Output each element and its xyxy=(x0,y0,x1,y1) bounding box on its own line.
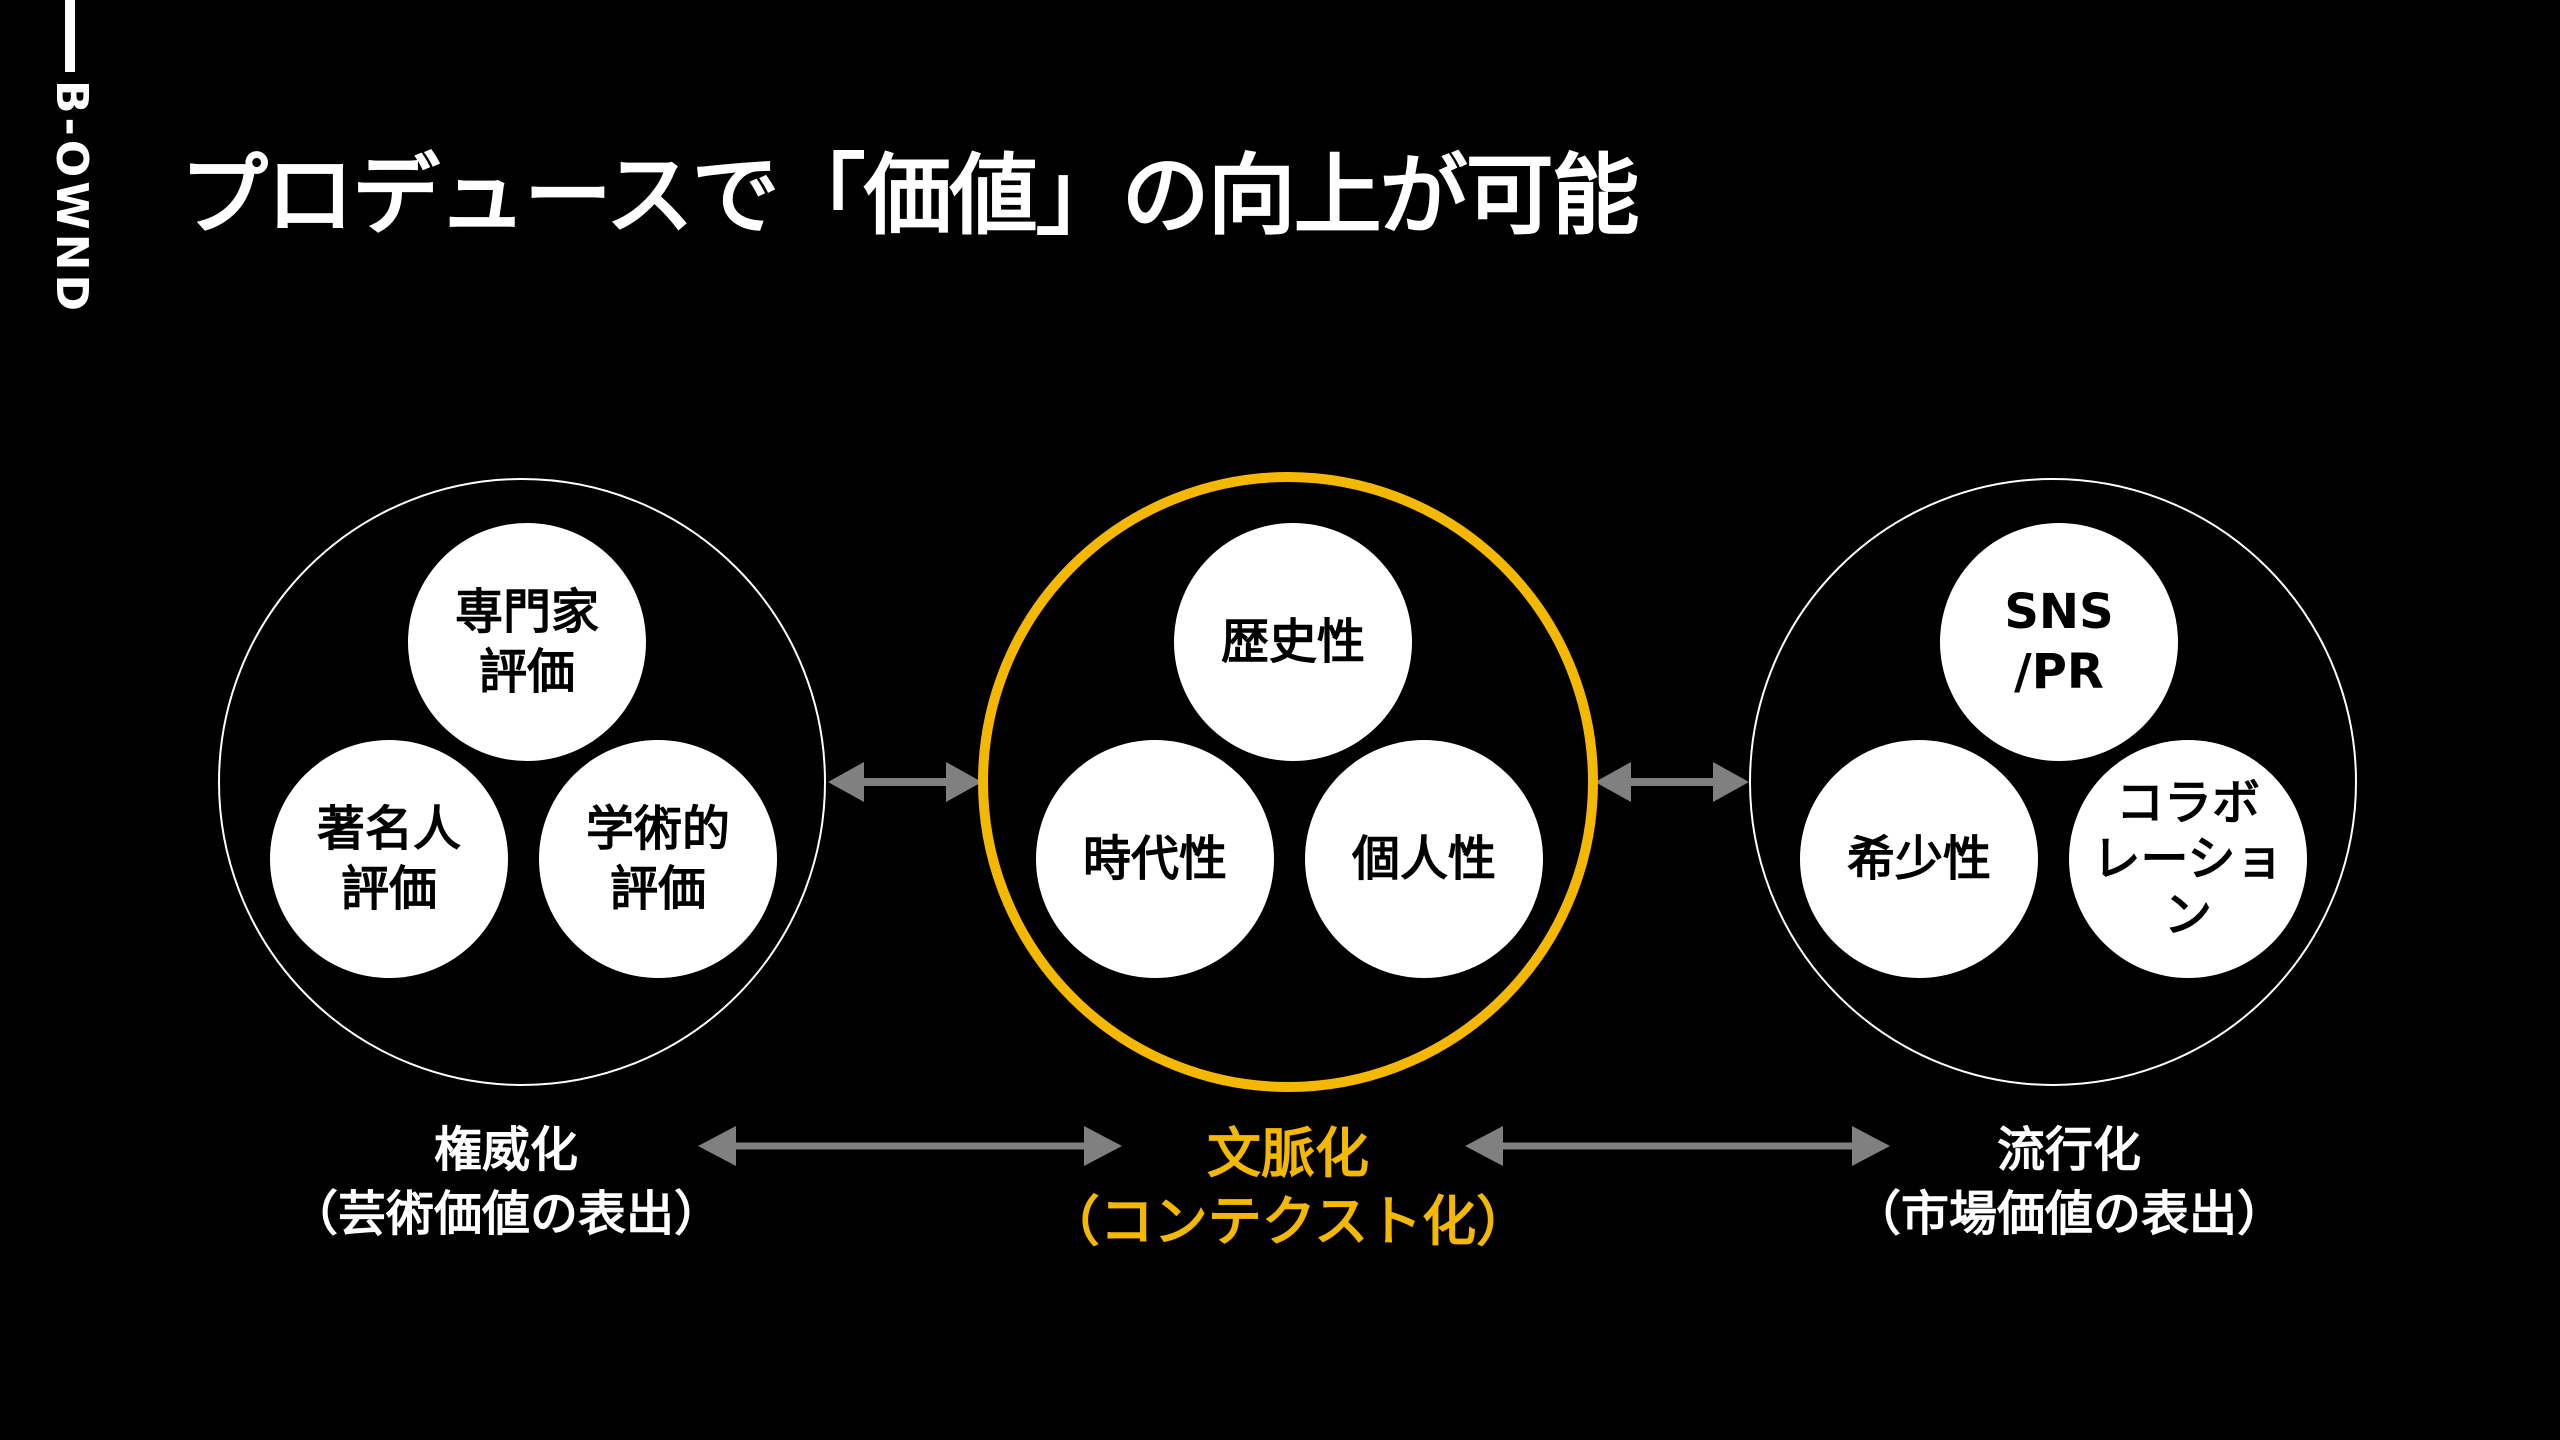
trend-circle xyxy=(1749,478,2357,1086)
context-circle xyxy=(978,472,1598,1092)
label-authority-title: 権威化 xyxy=(433,1122,579,1178)
double-arrow-top-right xyxy=(1595,762,1749,802)
item-rarity: 希少性 xyxy=(1800,740,2038,978)
label-context-sub: （コンテクスト化） xyxy=(1045,1190,1531,1253)
label-authority: 権威化 （芸術価値の表出） xyxy=(290,1118,722,1246)
item-sns-pr: SNS /PR xyxy=(1940,523,2178,761)
item-history: 歴史性 xyxy=(1174,523,1412,761)
label-context: 文脈化 （コンテクスト化） xyxy=(1046,1120,1530,1256)
item-academic-evaluation: 学術的 評価 xyxy=(539,740,777,978)
item-collaboration: コラボ レーショ ン xyxy=(2069,740,2307,978)
page-title: プロデュースで「価値」の向上が可能 xyxy=(180,144,1640,247)
label-context-title: 文脈化 xyxy=(1206,1122,1369,1185)
label-trend-title: 流行化 xyxy=(1996,1122,2142,1178)
label-authority-sub: （芸術価値の表出） xyxy=(289,1186,723,1242)
item-celebrity-evaluation: 著名人 評価 xyxy=(270,740,508,978)
double-arrow-top-left xyxy=(828,762,982,802)
label-trend-sub: （市場価値の表出） xyxy=(1852,1186,2286,1242)
item-era: 時代性 xyxy=(1036,740,1274,978)
logo-line xyxy=(65,0,75,72)
double-arrow-bottom-left xyxy=(698,1126,1122,1166)
authority-circle xyxy=(218,478,826,1086)
double-arrow-bottom-right xyxy=(1465,1126,1890,1166)
label-trend: 流行化 （市場価値の表出） xyxy=(1853,1118,2285,1246)
item-individuality: 個人性 xyxy=(1305,740,1543,978)
item-expert-evaluation: 専門家 評価 xyxy=(408,523,646,761)
